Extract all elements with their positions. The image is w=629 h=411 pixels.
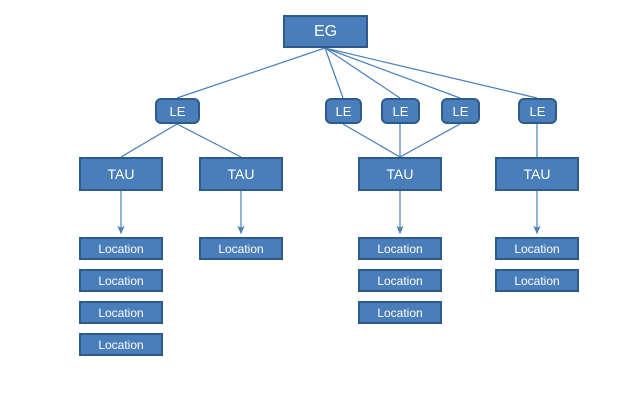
connector-line	[176, 123, 242, 158]
node-tau-3[interactable]: TAU	[495, 157, 579, 191]
node-le-label: LE	[335, 103, 352, 119]
node-location-2[interactable]: Location	[79, 301, 163, 324]
node-tau-label: TAU	[386, 166, 414, 182]
node-location-5[interactable]: Location	[358, 237, 442, 260]
node-le-2[interactable]: LE	[381, 98, 420, 124]
node-tau-0[interactable]: TAU	[79, 157, 163, 191]
node-location-9[interactable]: Location	[495, 269, 579, 292]
node-le-label: LE	[392, 103, 409, 119]
node-location-label: Location	[98, 241, 144, 256]
node-location-label: Location	[218, 241, 264, 256]
edges-le-to-tau	[120, 123, 538, 158]
node-tau-label: TAU	[107, 166, 135, 182]
node-location-label: Location	[98, 273, 144, 288]
edges-tau-to-location	[117, 191, 541, 235]
node-location-7[interactable]: Location	[358, 301, 442, 324]
node-le-0[interactable]: LE	[155, 98, 200, 124]
connector-line	[324, 47, 344, 99]
node-tau-label: TAU	[523, 166, 551, 182]
connector-line	[342, 123, 401, 158]
connector-line	[176, 47, 326, 99]
node-location-label: Location	[514, 241, 560, 256]
node-le-3[interactable]: LE	[441, 98, 480, 124]
node-location-6[interactable]: Location	[358, 269, 442, 292]
node-location-label: Location	[377, 305, 423, 320]
node-location-4[interactable]: Location	[199, 237, 283, 260]
node-le-4[interactable]: LE	[518, 98, 557, 124]
node-location-8[interactable]: Location	[495, 237, 579, 260]
node-eg-root[interactable]: EG	[283, 15, 368, 48]
node-location-3[interactable]: Location	[79, 333, 163, 356]
node-le-label: LE	[169, 103, 186, 119]
connector-line	[399, 123, 461, 158]
node-tau-2[interactable]: TAU	[358, 157, 442, 191]
node-location-0[interactable]: Location	[79, 237, 163, 260]
node-location-1[interactable]: Location	[79, 269, 163, 292]
connector-line	[324, 47, 461, 99]
node-location-label: Location	[98, 305, 144, 320]
node-location-label: Location	[377, 241, 423, 256]
node-le-label: LE	[452, 103, 469, 119]
connector-line	[324, 47, 538, 99]
node-tau-label: TAU	[227, 166, 255, 182]
edges-root-to-le	[176, 47, 538, 99]
node-eg-label: EG	[313, 22, 338, 40]
connector-line	[324, 47, 401, 99]
node-location-label: Location	[98, 337, 144, 352]
node-tau-1[interactable]: TAU	[199, 157, 283, 191]
node-location-label: Location	[514, 273, 560, 288]
node-le-1[interactable]: LE	[325, 98, 362, 124]
connector-line	[120, 123, 178, 158]
node-location-label: Location	[377, 273, 423, 288]
node-le-label: LE	[529, 103, 546, 119]
